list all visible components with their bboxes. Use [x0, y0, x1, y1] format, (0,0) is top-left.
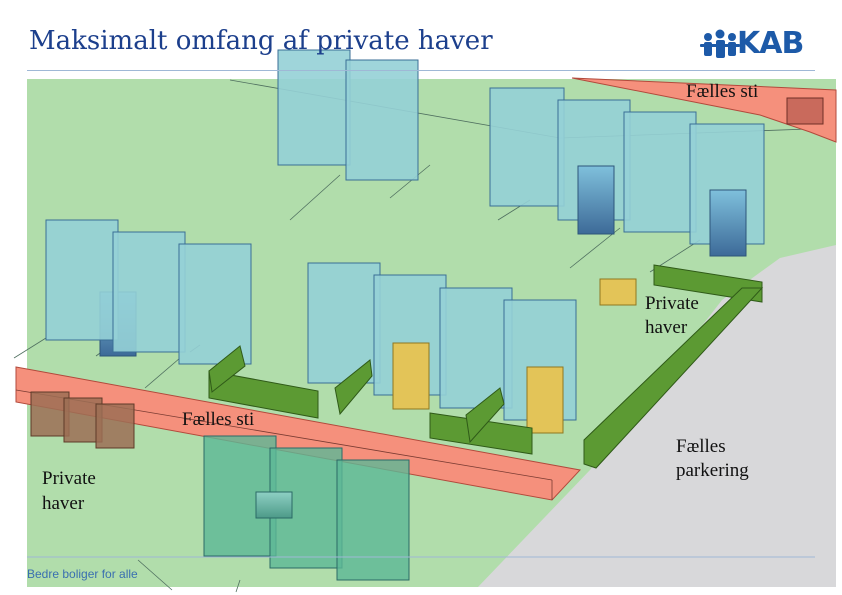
title-divider	[27, 70, 815, 71]
hedge	[583, 287, 764, 469]
building	[112, 231, 186, 353]
label-parking-2: parkering	[676, 460, 749, 481]
building	[336, 459, 410, 581]
hedge	[334, 359, 373, 416]
garden	[95, 403, 135, 449]
hedge	[653, 264, 763, 303]
building	[439, 287, 513, 409]
hedge	[208, 370, 319, 419]
garden-marker	[392, 342, 430, 410]
hedges	[208, 264, 764, 469]
building	[178, 243, 252, 365]
label-private-gardens-left-2: haver	[42, 493, 85, 514]
private-garden-markers	[392, 278, 637, 434]
label-common-path-middle: Fælles sti	[182, 409, 255, 430]
kab-figures-icon	[700, 29, 740, 58]
kab-logo: KAB	[700, 26, 818, 64]
hedge	[429, 412, 533, 455]
tower	[709, 189, 747, 257]
tower	[255, 491, 293, 519]
label-private-gardens-left-1: Private	[42, 468, 96, 489]
label-private-gardens-right-1: Private	[645, 293, 699, 314]
building	[345, 59, 419, 181]
common-path-top	[571, 77, 837, 143]
building	[623, 111, 697, 233]
buildings-lower	[203, 435, 410, 581]
footer-tagline: Bedre boliger for alle	[27, 567, 138, 581]
logo-wordmark: KAB	[737, 26, 804, 61]
garden-top-right	[786, 97, 824, 125]
building	[489, 87, 565, 207]
garden	[30, 391, 70, 437]
building	[45, 219, 119, 341]
garden-marker	[526, 366, 564, 434]
label-parking-1: Fælles	[676, 436, 726, 457]
parking-area	[478, 245, 836, 587]
label-private-gardens-right-2: haver	[645, 317, 688, 338]
hedge	[208, 345, 246, 393]
tower	[577, 165, 615, 235]
garden-legend-box	[599, 278, 637, 306]
label-common-path-top: Fælles sti	[686, 81, 759, 102]
hedge	[465, 387, 505, 444]
page-title: Maksimalt omfang af private haver	[29, 26, 493, 56]
buildings-middle-left	[45, 219, 252, 365]
building	[277, 49, 351, 166]
private-gardens-left	[30, 391, 135, 449]
